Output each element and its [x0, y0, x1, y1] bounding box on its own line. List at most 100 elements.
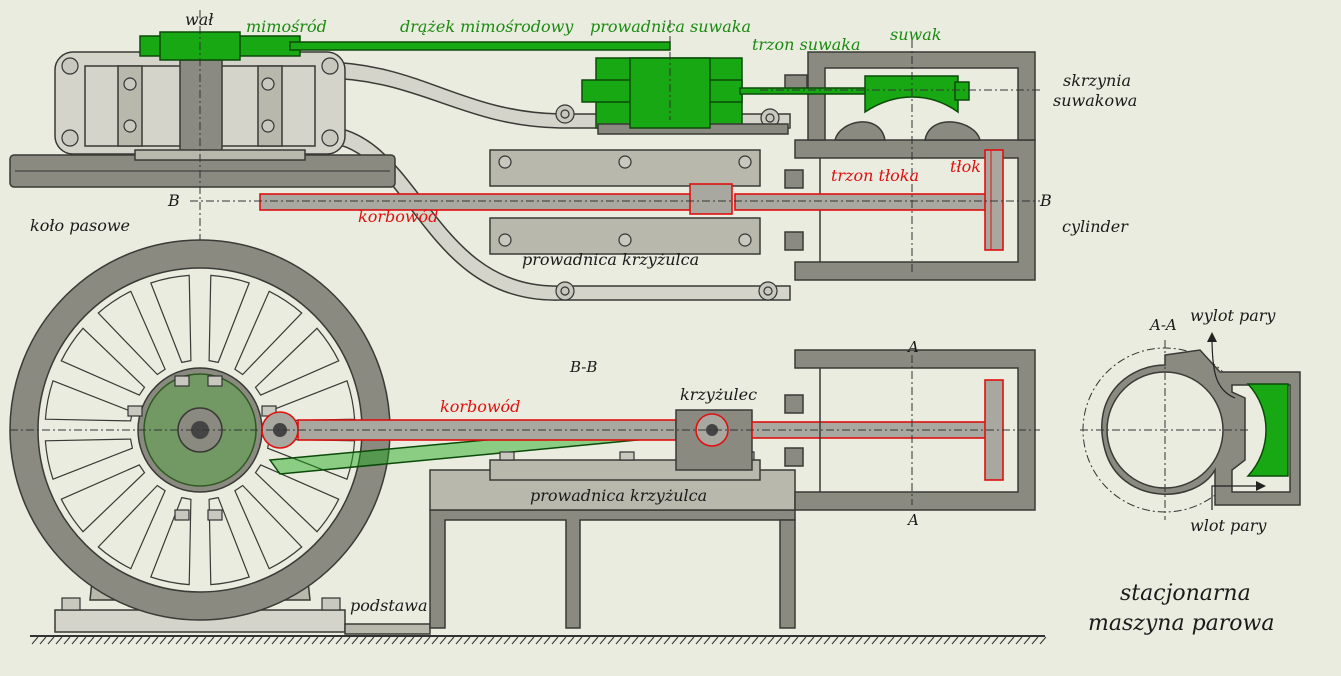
- ground-hatch-line: [623, 636, 631, 645]
- cylinder-top: [794, 139, 1036, 281]
- ground-hatch-line: [95, 636, 103, 645]
- title-line1: stacjonarna: [1120, 581, 1251, 606]
- ground-hatch-line: [591, 636, 599, 645]
- ground-hatch-line: [311, 636, 319, 645]
- ground-hatch-line: [735, 636, 743, 645]
- section-aa-valve: [1246, 383, 1289, 477]
- label-section-aa: A-A: [1148, 316, 1177, 334]
- ground-hatch-line: [239, 636, 247, 645]
- ground-hatch-line: [175, 636, 183, 645]
- ground-hatch-line: [63, 636, 71, 645]
- steam-inlet-arrow: [1211, 485, 1262, 510]
- ground-hatch-line: [143, 636, 151, 645]
- ground-hatch-line: [855, 636, 863, 645]
- ground-hatch-line: [463, 636, 471, 645]
- ground-hatch-line: [383, 636, 391, 645]
- ground-hatch-line: [191, 636, 199, 645]
- ground-hatch-line: [183, 636, 191, 645]
- ground-hatch-line: [935, 636, 943, 645]
- ground-hatch-line: [351, 636, 359, 645]
- ground-hatch-line: [135, 636, 143, 645]
- ground-hatch-line: [879, 636, 887, 645]
- ground-hatch-line: [199, 636, 207, 645]
- label-piston: tłok: [950, 157, 981, 176]
- ground-hatch-line: [679, 636, 687, 645]
- ground-hatch-line: [423, 636, 431, 645]
- flywheel-spoke-gap: [60, 327, 146, 396]
- ground-hatch-line: [663, 636, 671, 645]
- label-base: podstawa: [350, 596, 428, 615]
- ground-hatch-line: [799, 636, 807, 645]
- ground-hatch-line: [919, 636, 927, 645]
- ground-hatch-line: [519, 636, 527, 645]
- label-section-a-top: A: [906, 338, 919, 356]
- guide-bolts-top: [498, 155, 752, 247]
- ground-hatch-line: [543, 636, 551, 645]
- cylinder-bottom: [794, 349, 1036, 511]
- ground-hatch-line: [487, 636, 495, 645]
- ground-hatch-line: [455, 636, 463, 645]
- label-section-a-bottom: A: [906, 511, 919, 529]
- ground-hatch-line: [783, 636, 791, 645]
- ground-hatch-line: [743, 636, 751, 645]
- flywheel-spoke-gap: [234, 484, 303, 570]
- ground-hatch-line: [575, 636, 583, 645]
- title-line2: maszyna parowa: [1088, 611, 1274, 636]
- ground-hatch-line: [559, 636, 567, 645]
- ground-hatch-line: [551, 636, 559, 645]
- ground-hatch-line: [223, 636, 231, 645]
- ground-hatch-line: [319, 636, 327, 645]
- ground-hatch-line: [1015, 636, 1023, 645]
- ground-hatch-line: [759, 636, 767, 645]
- ground-hatch-line: [1039, 636, 1047, 645]
- ground-hatch-line: [1023, 636, 1031, 645]
- ground-hatch-line: [567, 636, 575, 645]
- label-crosshead-guide-bottom: prowadnica krzyżulca: [530, 486, 707, 505]
- ground-hatch-line: [271, 636, 279, 645]
- label-steam-outlet: wylot pary: [1190, 306, 1276, 325]
- frame-rail-upper: [319, 61, 791, 129]
- ground-hatch-line: [255, 636, 263, 645]
- ground-hatch-line: [791, 636, 799, 645]
- ground-hatch-line: [263, 636, 271, 645]
- flywheel-spoke-gap: [44, 380, 134, 422]
- ground-hatch-line: [999, 636, 1007, 645]
- ground-hatch-line: [951, 636, 959, 645]
- valve-chest-top: [807, 51, 1036, 141]
- ground-hatch-line: [215, 636, 223, 645]
- eccentric-rod: [289, 41, 671, 51]
- ground-hatch-line: [471, 636, 479, 645]
- ground-hatch-line: [751, 636, 759, 645]
- flywheel-spoke-gap: [60, 464, 146, 533]
- steam-outlet-arrow: [1211, 335, 1236, 399]
- ground-hatch-line: [55, 636, 63, 645]
- ground-hatch-line: [1007, 636, 1015, 645]
- ground-hatch-line: [967, 636, 975, 645]
- ground-hatch-line: [639, 636, 647, 645]
- ground-hatch-line: [631, 636, 639, 645]
- ground-hatch-line: [31, 636, 39, 645]
- ground-hatch-line: [943, 636, 951, 645]
- ground-hatch-line: [687, 636, 695, 645]
- flywheel-spokes: [44, 274, 356, 586]
- ground-hatch-line: [247, 636, 255, 645]
- label-valve-rod: trzon suwaka: [752, 35, 861, 54]
- ground-hatch-line: [207, 636, 215, 645]
- label-eccentric: mimośród: [246, 17, 327, 36]
- ground-hatch-line: [167, 636, 175, 645]
- ground-hatch-line: [111, 636, 119, 645]
- ground-hatch-line: [479, 636, 487, 645]
- ground-hatch-line: [703, 636, 711, 645]
- flywheel-spoke-gap: [208, 274, 250, 364]
- ground-hatch-line: [727, 636, 735, 645]
- ground-hatch-line: [671, 636, 679, 645]
- label-connecting-rod-bottom: korbowód: [440, 397, 520, 416]
- ground-hatch-line: [975, 636, 983, 645]
- label-crosshead-guide-top: prowadnica krzyżulca: [522, 250, 699, 269]
- label-cylinder: cylinder: [1062, 217, 1129, 236]
- ground-hatch-line: [839, 636, 847, 645]
- label-section-b-left: B: [167, 191, 180, 210]
- ground-hatch-line: [335, 636, 343, 645]
- label-crosshead: krzyżulec: [680, 385, 757, 404]
- ground-hatch-line: [359, 636, 367, 645]
